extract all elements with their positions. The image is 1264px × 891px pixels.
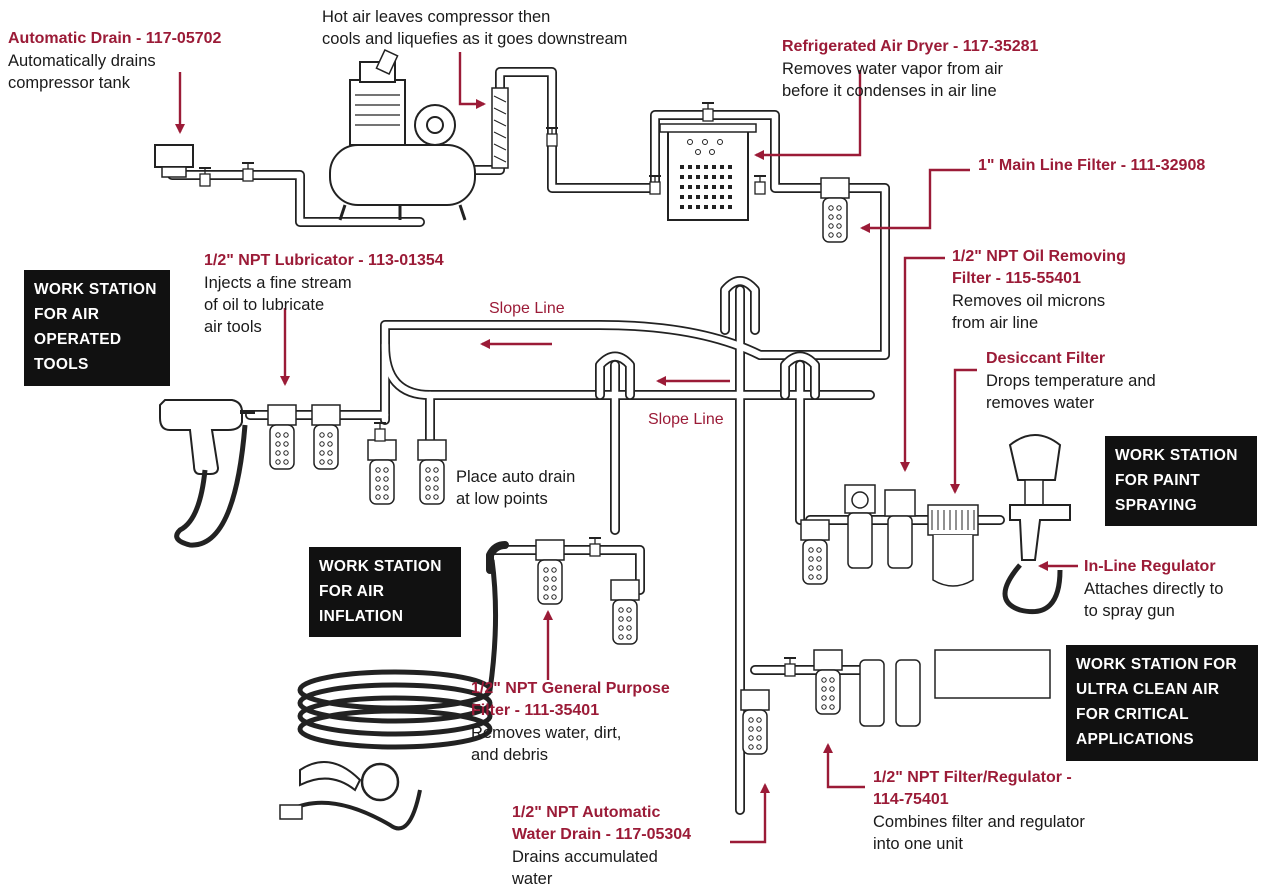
general-filter-desc-1: Removes water, dirt,: [471, 724, 622, 742]
dryer-desc-1: Removes water vapor from air: [782, 60, 1003, 78]
filter-regulator-title-1: 1/2" NPT Filter/Regulator -: [873, 769, 1072, 786]
callout-arrows: [174, 52, 1078, 844]
lubricator-title: 1/2" NPT Lubricator - 113-01354: [204, 252, 444, 269]
desiccant-filter-icon: [927, 504, 979, 587]
tire-inflator-gauge-icon: [279, 761, 422, 831]
water-drain-callout: 1/2" NPT Automatic Water Drain - 117-053…: [512, 802, 691, 890]
station-air-tools-line-2: FOR AIR: [34, 306, 100, 323]
filter-bowl-icon: [311, 404, 341, 470]
general-filter-title-1: 1/2" NPT General Purpose: [471, 680, 670, 697]
auto-drain-title: Automatic Drain - 117-05702: [8, 30, 222, 47]
main-filter-callout: 1" Main Line Filter - 111-32908: [978, 155, 1205, 177]
filter-regulator-callout: 1/2" NPT Filter/Regulator - 114-75401 Co…: [873, 767, 1085, 855]
hot-air-desc-1: Hot air leaves compressor then: [322, 8, 551, 26]
slope-line-upper-label: Slope Line: [489, 300, 565, 317]
station-ultra-clean-line-1: WORK STATION FOR: [1076, 656, 1237, 673]
station-ultra-clean: WORK STATION FOR ULTRA CLEAN AIR FOR CRI…: [1066, 645, 1258, 761]
water-drain-desc-1: Drains accumulated: [512, 848, 658, 866]
station-air-tools-line-3: OPERATED: [34, 331, 122, 348]
station-paint-line-2: FOR PAINT: [1115, 472, 1201, 489]
drain-bowl-icon: [367, 439, 397, 505]
station-paint-line-3: SPRAYING: [1115, 497, 1197, 514]
desiccant-desc-1: Drops temperature and: [986, 372, 1156, 390]
station-ultra-clean-line-3: FOR CRITICAL: [1076, 706, 1189, 723]
low-points-line-1: Place auto drain: [456, 468, 576, 486]
drain-bowl-icon: [417, 439, 447, 505]
station-inflation: WORK STATION FOR AIR INFLATION: [309, 547, 461, 637]
oil-filter-desc-1: Removes oil microns: [952, 292, 1106, 310]
inline-regulator-desc-2: to spray gun: [1084, 602, 1175, 620]
inline-regulator-callout: In-Line Regulator Attaches directly to t…: [1084, 556, 1223, 622]
lubricator-icon: [267, 404, 297, 470]
desiccant-callout: Desiccant Filter Drops temperature and r…: [986, 348, 1156, 414]
oil-filter-callout: 1/2" NPT Oil Removing Filter - 115-55401…: [952, 246, 1126, 334]
slope-line-lower-label: Slope Line: [648, 411, 724, 428]
general-filter-callout: 1/2" NPT General Purpose Filter - 111-35…: [471, 678, 670, 766]
oil-filter-title-2: Filter - 115-55401: [952, 270, 1081, 287]
desiccant-title: Desiccant Filter: [986, 350, 1106, 367]
station-inflation-line-3: INFLATION: [319, 608, 404, 625]
station-air-tools-line-1: WORK STATION: [34, 281, 157, 298]
aftercooler-icon: [491, 87, 509, 169]
automatic-drain-icon: [154, 144, 194, 178]
auto-water-drain-icon: [740, 689, 770, 755]
water-drain-desc-2: water: [512, 870, 553, 888]
main-line-filter-icon: [820, 177, 850, 243]
filter-regulator-icon: [813, 649, 843, 715]
low-points-note: Place auto drain at low points: [456, 466, 575, 510]
filter-regulator-desc-2: into one unit: [873, 835, 963, 853]
auto-drain-desc-2: compressor tank: [8, 74, 130, 92]
general-filter-desc-2: and debris: [471, 746, 549, 764]
inline-regulator-title: In-Line Regulator: [1084, 558, 1216, 575]
pipework: [167, 67, 1005, 815]
refrigerated-dryer-icon: [659, 123, 757, 221]
oil-filter-title-1: 1/2" NPT Oil Removing: [952, 248, 1126, 265]
general-filter-icon: [535, 539, 565, 605]
station-ultra-clean-line-4: APPLICATIONS: [1076, 731, 1194, 748]
desiccant-desc-2: removes water: [986, 394, 1095, 412]
lubricator-desc-2: of oil to lubricate: [204, 296, 325, 314]
drain-bowl-icon: [800, 519, 830, 585]
dryer-title: Refrigerated Air Dryer - 117-35281: [782, 38, 1039, 55]
filter-regulator-desc-1: Combines filter and regulator: [873, 813, 1085, 831]
general-filter-title-2: Filter - 111-35401: [471, 702, 600, 719]
auto-drain-callout: Automatic Drain - 117-05702 Automaticall…: [8, 28, 221, 94]
paint-spray-gun-icon: [1002, 434, 1071, 614]
coiled-hose-icon: [297, 559, 499, 750]
oil-filter-desc-2: from air line: [952, 314, 1039, 332]
station-inflation-line-2: FOR AIR: [319, 583, 385, 600]
inline-regulator-desc-1: Attaches directly to: [1084, 580, 1224, 598]
station-air-tools: WORK STATION FOR AIR OPERATED TOOLS: [24, 270, 170, 386]
clean-application-box: [934, 649, 1051, 699]
low-points-line-2: at low points: [456, 490, 548, 508]
station-paint-line-1: WORK STATION: [1115, 447, 1238, 464]
station-air-tools-line-4: TOOLS: [34, 356, 89, 373]
hot-air-note: Hot air leaves compressor then cools and…: [322, 6, 627, 50]
station-ultra-clean-line-2: ULTRA CLEAN AIR: [1076, 681, 1220, 698]
filter-regulator-icon: [844, 484, 916, 569]
hot-air-desc-2: cools and liquefies as it goes downstrea…: [322, 30, 628, 48]
lubricator-desc-3: air tools: [204, 318, 262, 336]
auto-drain-desc-1: Automatically drains: [8, 52, 156, 70]
filter-regulator-title-2: 114-75401: [873, 791, 949, 808]
station-inflation-line-1: WORK STATION: [319, 558, 442, 575]
dryer-desc-2: before it condenses in air line: [782, 82, 997, 100]
water-drain-title-1: 1/2" NPT Automatic: [512, 804, 661, 821]
drain-bowl-icon: [610, 579, 640, 645]
lubricator-callout: 1/2" NPT Lubricator - 113-01354 Injects …: [204, 250, 444, 338]
impact-wrench-icon: [159, 399, 255, 548]
air-compressor-icon: [329, 48, 476, 221]
lubricator-desc-1: Injects a fine stream: [204, 274, 352, 292]
main-filter-title: 1" Main Line Filter - 111-32908: [978, 157, 1206, 174]
water-drain-title-2: Water Drain - 117-05304: [512, 826, 692, 843]
dryer-callout: Refrigerated Air Dryer - 117-35281 Remov…: [782, 36, 1038, 102]
station-paint: WORK STATION FOR PAINT SPRAYING: [1105, 436, 1257, 526]
